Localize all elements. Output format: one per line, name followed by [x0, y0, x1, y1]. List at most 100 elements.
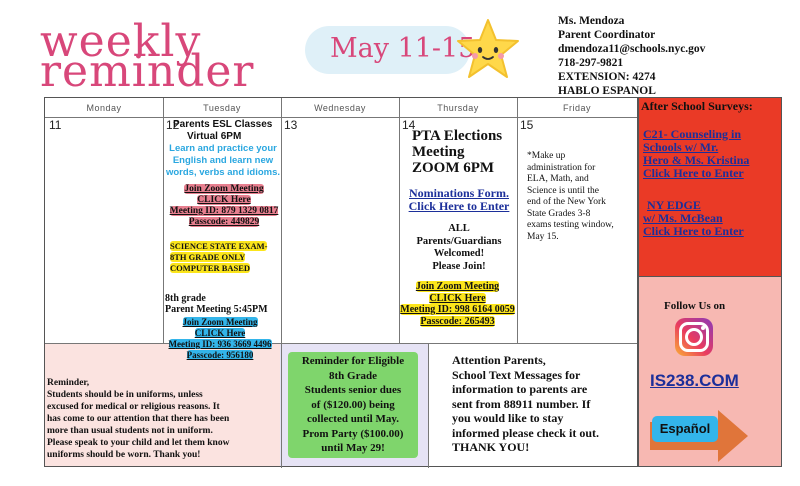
header-divider	[45, 117, 637, 118]
reminder-line: uniforms should be worn. Thank you!	[47, 450, 201, 460]
website-link[interactable]: IS238.COM	[650, 371, 739, 390]
col-divider	[517, 98, 518, 344]
nominations-link[interactable]: Nominations Form. Click Here to Enter	[398, 187, 520, 213]
nyedge-line[interactable]: NY EDGE	[647, 198, 701, 212]
reminder-panel-bg	[44, 343, 280, 467]
contact-extension: EXTENSION: 4274	[558, 71, 656, 83]
zoom-meeting-id: Meeting ID: 998 6164 0059	[400, 304, 515, 315]
c21-line[interactable]: C21- Counseling in	[643, 127, 742, 141]
after-school-surveys-panel	[638, 97, 782, 277]
esl-desc-line: English and learn new	[172, 155, 274, 166]
c21-survey-link[interactable]: C21- Counseling in Schools w/ Mr. Hero &…	[643, 128, 749, 180]
friday-line: ELA, Math, and	[527, 174, 589, 184]
zoom-link-grade8[interactable]: Join Zoom Meeting CLICK Here Meeting ID:…	[160, 317, 280, 361]
friday-line: administration for	[527, 162, 596, 173]
zoom-click-here[interactable]: CLICK Here	[197, 195, 251, 205]
espanol-button[interactable]: Español	[652, 416, 718, 442]
col-divider	[428, 344, 429, 468]
contact-language: HABLO ESPANOL	[558, 85, 656, 97]
friday-makeup-note: *Make up administration for ELA, Math, a…	[527, 151, 635, 243]
col-divider	[399, 98, 400, 344]
welcome-line: Welcomed!	[433, 248, 485, 259]
zoom-meeting-id: Meeting ID: 879 1329 0817	[169, 206, 279, 216]
science-line: COMPUTER BASED	[170, 263, 251, 273]
col-divider	[163, 98, 164, 344]
daynum-thursday: 14	[402, 118, 416, 132]
zoom-passcode: Passcode: 265493	[420, 315, 495, 327]
zoom-join-label[interactable]: Join Zoom Meeting	[182, 317, 258, 327]
row-divider	[45, 343, 637, 344]
dues-line: collected until May.	[307, 413, 399, 425]
instagram-dot	[701, 326, 705, 330]
daynum-monday: 11	[49, 118, 62, 132]
dayname-wednesday: Wednesday	[314, 103, 366, 113]
text-message-notice: Attention Parents, School Text Messages …	[452, 353, 634, 455]
zoom-click-here[interactable]: CLICK Here	[429, 292, 486, 304]
attention-line: School Text Messages for	[452, 367, 581, 382]
attention-line: information to parents are	[452, 382, 588, 396]
attention-line: sent from 88911 number. If	[452, 396, 591, 411]
nominations-line[interactable]: Nominations Form.	[409, 186, 509, 200]
daynum-wednesday: 13	[284, 118, 298, 132]
instagram-icon[interactable]	[675, 318, 713, 356]
zoom-link-pta[interactable]: Join Zoom Meeting CLICK Here Meeting ID:…	[391, 281, 524, 327]
title-reminder: reminder	[40, 46, 255, 97]
attention-line: informed please check it out.	[452, 425, 599, 440]
pta-line: PTA Elections	[412, 128, 503, 144]
friday-line: May 15.	[527, 231, 559, 242]
contact-role: Parent Coordinator	[558, 29, 656, 41]
daynum-tuesday: 12	[166, 118, 180, 132]
science-line: SCIENCE STATE EXAM-	[170, 241, 268, 251]
nyedge-survey-link[interactable]: NY EDGE w/ Ms. McBean Click Here to Ente…	[643, 199, 744, 238]
star-face-icon	[457, 19, 519, 78]
dues-line: Students senior dues	[304, 384, 402, 396]
contact-phone: 718-297-9821	[558, 57, 624, 69]
c21-line[interactable]: Hero & Ms. Kristina	[643, 153, 750, 167]
zoom-link-esl[interactable]: Join Zoom Meeting CLICK Here Meeting ID:…	[165, 184, 283, 228]
nyedge-line[interactable]: Click Here to Enter	[643, 224, 744, 238]
esl-time: Virtual 6PM	[187, 131, 242, 142]
zoom-meeting-id: Meeting ID: 936 3669 4496	[168, 339, 272, 349]
follow-us-label: Follow Us on	[664, 300, 726, 312]
zoom-passcode: Passcode: 449829	[188, 217, 260, 227]
science-exam-note: SCIENCE STATE EXAM- 8TH GRADE ONLY COMPU…	[170, 241, 268, 274]
nyedge-line[interactable]: w/ Ms. McBean	[643, 211, 723, 225]
dayname-tuesday: Tuesday	[203, 103, 241, 113]
attention-line: THANK YOU!	[452, 440, 530, 454]
dues-line: Reminder for Eligible	[301, 355, 405, 367]
date-pill	[305, 26, 470, 74]
c21-line[interactable]: Click Here to Enter	[643, 166, 744, 180]
dues-line: of ($120.00) being	[311, 398, 395, 411]
esl-description: Learn and practice your English and lear…	[164, 143, 282, 179]
zoom-join-label[interactable]: Join Zoom Meeting	[415, 281, 500, 292]
dues-line: 8th Grade	[329, 369, 377, 382]
dayname-monday: Monday	[86, 103, 122, 113]
c21-line[interactable]: Schools w/ Mr.	[643, 140, 719, 154]
instagram-frame	[679, 322, 709, 352]
title-weekly: weekly	[40, 16, 202, 67]
pta-elections: PTA Elections Meeting ZOOM 6PM	[412, 128, 502, 176]
esl-desc-line: words, verbs and idioms.	[165, 167, 281, 178]
friday-line: end of the New York	[527, 197, 606, 207]
zoom-passcode: Passcode: 956180	[186, 350, 254, 360]
pta-line: Meeting	[412, 144, 465, 160]
pta-welcome: ALL Parents/Guardians Welcomed! Please J…	[398, 223, 520, 273]
welcome-line: Parents/Guardians	[416, 235, 502, 247]
calendar-grid: Monday Tuesday Wednesday Thursday Friday…	[44, 97, 638, 468]
reminder-line: Students should be in uniforms, unless	[47, 390, 203, 400]
welcome-line: ALL	[448, 223, 470, 234]
surveys-title: After School Surveys:	[641, 99, 753, 113]
contact-email[interactable]: dmendoza11@schools.nyc.gov	[558, 43, 706, 55]
friday-line: exams testing window,	[527, 220, 614, 230]
daynum-friday: 15	[520, 118, 534, 132]
date-range: May 11-15	[330, 33, 476, 64]
science-line: 8TH GRADE ONLY	[170, 252, 246, 262]
grade8-title: 8th grade	[165, 293, 206, 304]
dues-line: until May 29!	[321, 442, 385, 454]
instagram-lens	[685, 328, 703, 346]
pta-line: ZOOM 6PM	[412, 160, 495, 176]
zoom-click-here[interactable]: CLICK Here	[194, 328, 246, 338]
zoom-join-label[interactable]: Join Zoom Meeting	[184, 184, 264, 194]
nominations-line[interactable]: Click Here to Enter	[408, 199, 510, 213]
grade8-time: Parent Meeting 5:45PM	[165, 304, 268, 315]
